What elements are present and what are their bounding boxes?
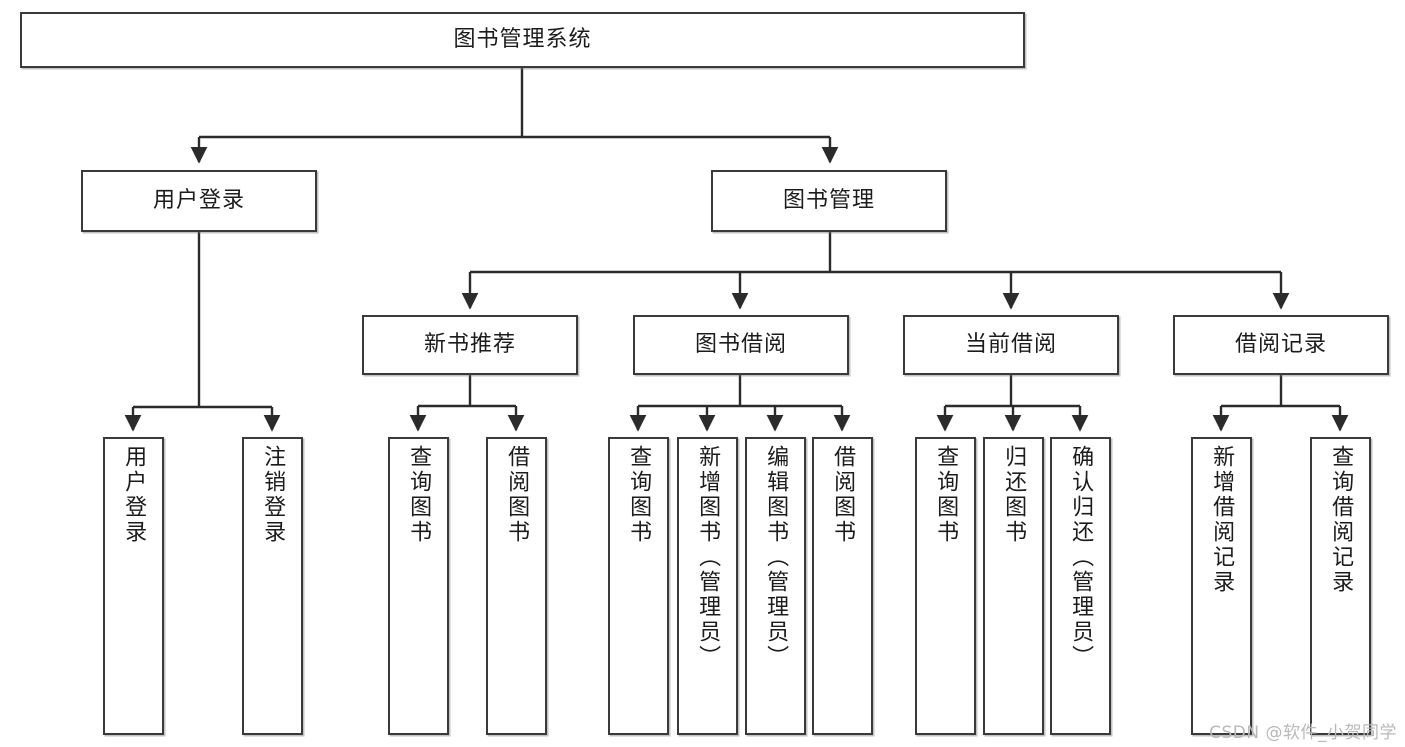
node-leaf-query-book-3[interactable]: 查询图书 [915, 437, 976, 735]
node-leaf-borrow-book-1[interactable]: 借阅图书 [486, 437, 547, 735]
node-leaf-confirm-return-label: 确认归还（管理员） [1068, 445, 1094, 670]
node-leaf-query-record-label: 查询借阅记录 [1328, 445, 1354, 595]
csdn-watermark: CSDN @软件_小贺同学 [1209, 723, 1397, 743]
node-leaf-edit-book-label: 编辑图书（管理员） [763, 445, 789, 670]
node-leaf-add-record[interactable]: 新增借阅记录 [1191, 437, 1252, 735]
node-new-book-recommend-label: 新书推荐 [423, 332, 516, 358]
node-leaf-add-record-label: 新增借阅记录 [1209, 445, 1235, 595]
node-leaf-return-book[interactable]: 归还图书 [983, 437, 1044, 735]
node-current-borrow-label: 当前借阅 [964, 332, 1057, 358]
node-leaf-add-book-label: 新增图书（管理员） [695, 445, 721, 670]
node-leaf-query-book-1-label: 查询图书 [406, 445, 432, 545]
node-root[interactable]: 图书管理系统 [20, 12, 1025, 68]
node-leaf-query-book-3-label: 查询图书 [933, 445, 959, 545]
node-leaf-borrow-book-2-label: 借阅图书 [830, 445, 856, 545]
node-book-manage-label: 图书管理 [782, 188, 875, 214]
node-leaf-user-login[interactable]: 用户登录 [103, 437, 164, 735]
node-leaf-logout-label: 注销登录 [260, 445, 286, 545]
node-book-manage[interactable]: 图书管理 [711, 170, 947, 232]
node-leaf-query-book-2-label: 查询图书 [626, 445, 652, 545]
node-leaf-query-record[interactable]: 查询借阅记录 [1310, 437, 1371, 735]
node-current-borrow[interactable]: 当前借阅 [903, 315, 1119, 375]
node-leaf-confirm-return[interactable]: 确认归还（管理员） [1050, 437, 1111, 735]
node-user-login[interactable]: 用户登录 [81, 170, 317, 232]
node-leaf-borrow-book-2[interactable]: 借阅图书 [812, 437, 873, 735]
node-leaf-borrow-book-1-label: 借阅图书 [504, 445, 530, 545]
node-leaf-query-book-2[interactable]: 查询图书 [608, 437, 669, 735]
node-leaf-query-book-1[interactable]: 查询图书 [388, 437, 449, 735]
node-new-book-recommend[interactable]: 新书推荐 [362, 315, 578, 375]
node-borrow-record-label: 借阅记录 [1234, 332, 1327, 358]
node-leaf-edit-book[interactable]: 编辑图书（管理员） [745, 437, 806, 735]
node-leaf-user-login-label: 用户登录 [121, 445, 147, 545]
node-leaf-add-book[interactable]: 新增图书（管理员） [677, 437, 738, 735]
node-leaf-logout[interactable]: 注销登录 [242, 437, 303, 735]
node-book-borrow[interactable]: 图书借阅 [633, 315, 849, 375]
node-user-login-label: 用户登录 [152, 188, 245, 214]
node-root-label: 图书管理系统 [453, 27, 592, 53]
node-book-borrow-label: 图书借阅 [694, 332, 787, 358]
node-leaf-return-book-label: 归还图书 [1001, 445, 1027, 545]
node-borrow-record[interactable]: 借阅记录 [1173, 315, 1389, 375]
